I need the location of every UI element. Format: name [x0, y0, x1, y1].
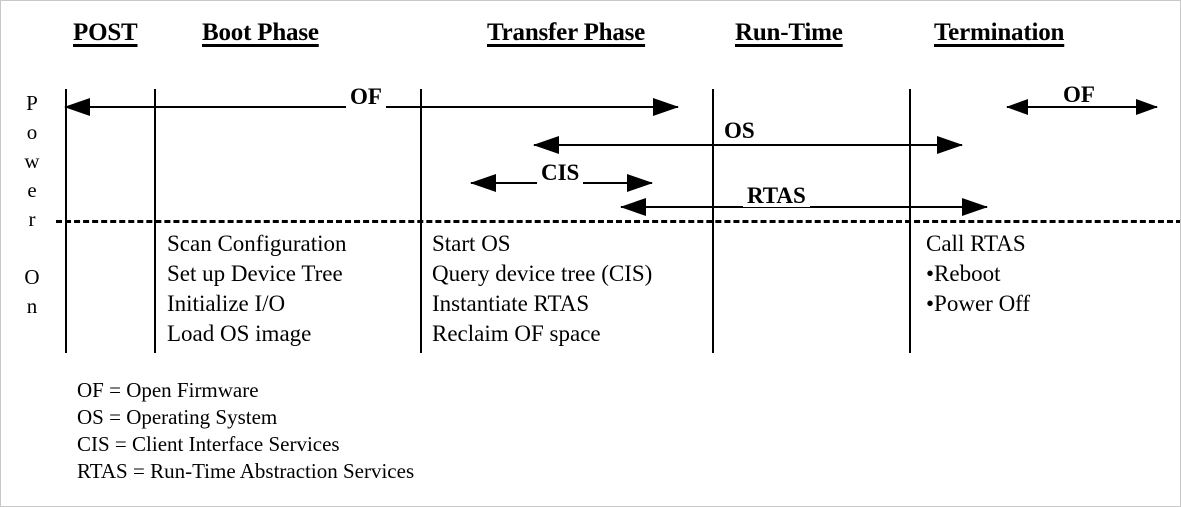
- legend-entry: OS = Operating System: [77, 405, 278, 429]
- task-item: •Power Off: [926, 291, 1031, 316]
- phase-header-termination: Termination: [934, 19, 1065, 46]
- legend-entry: OF = Open Firmware: [77, 378, 259, 402]
- phase-header-transfer: Transfer Phase: [487, 19, 646, 46]
- arrow-head-right-icon: [937, 136, 963, 154]
- task-item: Instantiate RTAS: [432, 291, 590, 316]
- task-item: Set up Device Tree: [167, 261, 343, 286]
- arrow-shaft: [1007, 106, 1157, 108]
- phase-header-post: POST: [73, 19, 138, 46]
- task-column-transfer-tasks: Start OS Query device tree (CIS) Instantia…: [432, 229, 652, 349]
- arrow-head-left-icon: [64, 98, 90, 116]
- arrow-head-left-icon: [533, 136, 559, 154]
- task-column-termination-tasks: Call RTAS •Reboot •Power Off: [926, 229, 1030, 319]
- arrow-label-cis: CIS: [537, 161, 584, 184]
- arrow-label-of-term: OF: [1059, 83, 1099, 106]
- task-item: Reclaim OF space: [432, 321, 601, 346]
- task-item: Scan Configuration: [167, 231, 347, 256]
- power-on-letter: o: [26, 120, 38, 144]
- power-on-letter: n: [26, 294, 38, 318]
- legend-entry: RTAS = Run-Time Abstraction Services: [77, 459, 415, 483]
- power-on-letter: e: [27, 178, 37, 202]
- arrow-head-right-icon: [627, 174, 653, 192]
- arrow-label-of-main: OF: [346, 85, 386, 108]
- phase-header-boot: Boot Phase: [202, 19, 319, 46]
- arrow-head-left-icon: [620, 198, 646, 216]
- arrow-shaft: [621, 206, 987, 208]
- power-on-letter: P: [26, 91, 38, 115]
- power-on-letter: r: [28, 207, 36, 231]
- task-item: Call RTAS: [926, 231, 1026, 256]
- power-on-baseline: [56, 220, 1180, 223]
- power-on-letter: w: [24, 149, 40, 173]
- arrow-head-right-icon: [1136, 99, 1158, 115]
- arrow-head-left-icon: [1006, 99, 1028, 115]
- task-item: Query device tree (CIS): [432, 261, 653, 286]
- arrow-shaft: [534, 144, 962, 146]
- task-item: Load OS image: [167, 321, 312, 346]
- arrow-label-os: OS: [720, 119, 759, 142]
- arrow-head-right-icon: [653, 98, 679, 116]
- task-item: •Reboot: [926, 261, 1001, 286]
- task-item: Start OS: [432, 231, 511, 256]
- task-item: Initialize I/O: [167, 291, 286, 316]
- power-on-letter: O: [24, 265, 40, 289]
- legend-entry: CIS = Client Interface Services: [77, 432, 340, 456]
- arrow-head-left-icon: [470, 174, 496, 192]
- arrow-head-right-icon: [962, 198, 988, 216]
- arrow-label-rtas: RTAS: [743, 184, 810, 207]
- phase-header-runtime: Run-Time: [735, 19, 843, 46]
